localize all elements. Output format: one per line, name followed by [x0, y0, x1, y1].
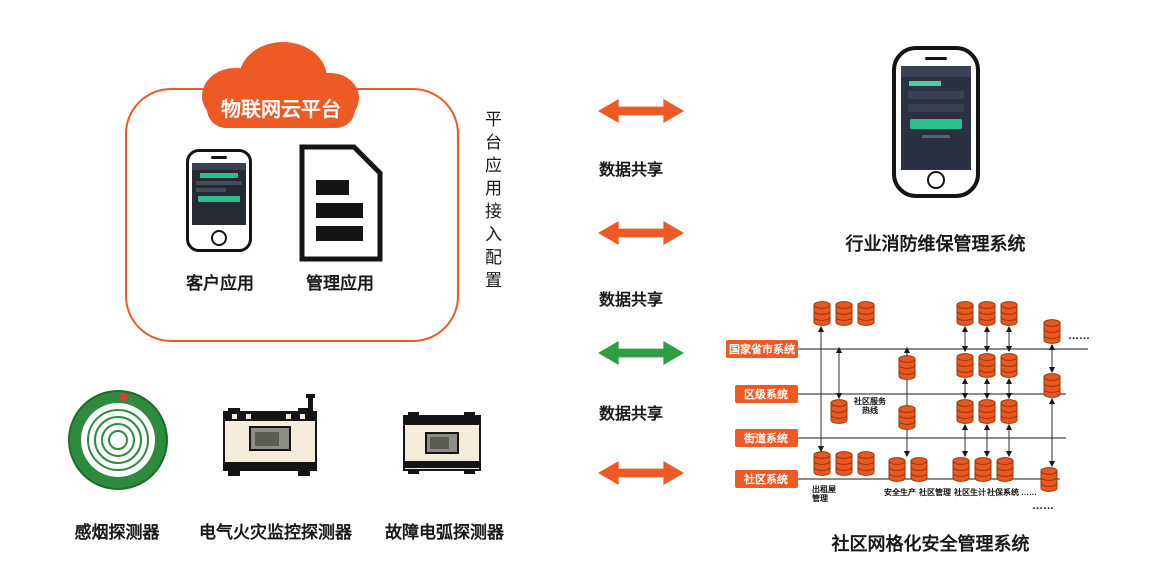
- electrical-fire-detector-label: 电气火灾监控探测器: [199, 523, 352, 542]
- data-share-label: 数据共享: [599, 162, 664, 179]
- cloud-platform-title: 物联网云平台: [221, 97, 341, 121]
- platform-access-config-label: 平台应用接入配置: [482, 110, 501, 294]
- screen-ui-bar: [910, 119, 962, 129]
- screen-ui-bar: [909, 81, 941, 86]
- double-arrow-green-icon: [598, 341, 684, 365]
- fire-system-phone-icon: [892, 46, 980, 198]
- social-security-label: 社保系统: [986, 487, 1019, 497]
- client-app-label: 客户应用: [186, 274, 254, 293]
- electrical-fire-detector-icon: [223, 394, 317, 476]
- fire-phone-screen: [901, 66, 971, 170]
- level-label-street: 街道系统: [735, 429, 798, 447]
- phone-home-button: [927, 171, 945, 189]
- db-cylinder-icon: [1000, 399, 1018, 424]
- screen-ui-bar: [200, 173, 238, 178]
- hotline-label: 社区服务: [853, 396, 887, 406]
- db-cylinder-icon: [813, 451, 831, 476]
- vertical-link-arrows: [817, 325, 1056, 468]
- db-cylinder-icon: [974, 457, 992, 482]
- level-label-community: 社区系统: [735, 470, 798, 488]
- db-cylinder-icon: [857, 451, 875, 476]
- screen-ui-bar: [196, 181, 242, 185]
- db-cylinder-icon: [956, 399, 974, 424]
- db-cylinder-icon: [956, 353, 974, 378]
- community-livelihood-label: 社区生计: [953, 487, 986, 497]
- screen-ui-bar: [901, 66, 971, 77]
- client-phone-screen: [192, 163, 246, 225]
- phone-home-button: [211, 230, 227, 246]
- safety-production-label: 安全生产: [884, 487, 916, 497]
- screen-ui-bar: [196, 188, 226, 192]
- db-cylinder-icon: [952, 457, 970, 482]
- db-cylinder-icon: [978, 399, 996, 424]
- arc-fault-detector-icon: [403, 412, 481, 474]
- db-cylinder-icon: [1000, 301, 1018, 326]
- ellipsis-label: ……: [1068, 330, 1090, 342]
- db-cylinder-icon: [830, 399, 848, 424]
- db-cylinder-icon: [1040, 467, 1058, 492]
- db-cylinder-icon: [813, 301, 831, 326]
- db-cylinder-icon: [835, 301, 853, 326]
- data-share-label: 数据共享: [599, 406, 664, 423]
- hotline-label-bg: [849, 395, 891, 417]
- double-arrow-icon: [598, 221, 684, 245]
- db-cylinder-icon: [978, 301, 996, 326]
- db-cylinder-icon: [1043, 319, 1061, 344]
- db-cylinder-icon: [956, 301, 974, 326]
- screen-ui-bar: [908, 104, 964, 112]
- data-share-label: 数据共享: [599, 292, 664, 309]
- db-cylinder-icon: [898, 355, 916, 380]
- rental-mgmt-label: 出租屋: [812, 484, 836, 494]
- db-cylinder-icon: [1000, 353, 1018, 378]
- level-label-national: 国家省市系统: [726, 340, 798, 358]
- svg-text:社区系统: 社区系统: [743, 472, 788, 486]
- db-cylinder-icon: [835, 451, 853, 476]
- db-cylinder-icon: [857, 301, 875, 326]
- svg-text:国家省市系统: 国家省市系统: [729, 342, 795, 356]
- db-cylinder-icon: [898, 405, 916, 430]
- indicator-led: [120, 393, 128, 401]
- community-mgmt-label: 社区管理: [918, 487, 951, 497]
- db-cylinder-icon: [888, 457, 906, 482]
- screen-ui-bar: [922, 135, 950, 138]
- db-cylinder-icon: [1043, 373, 1061, 398]
- admin-app-label: 管理应用: [306, 274, 374, 293]
- rental-mgmt-label: 管理: [812, 493, 828, 503]
- svg-text:街道系统: 街道系统: [743, 431, 788, 445]
- client-app-phone-icon: [186, 149, 252, 252]
- db-cylinder-icon: [996, 457, 1014, 482]
- smoke-detector-icon: [68, 390, 168, 490]
- double-arrow-icon: [598, 461, 684, 485]
- smoke-detector-label: 感烟探测器: [74, 523, 160, 542]
- cloud-icon: 物联网云平台: [202, 42, 359, 128]
- ellipsis-label: ……: [1021, 488, 1037, 497]
- screen-ui-bar: [908, 91, 964, 99]
- community-system-title: 社区网格化安全管理系统: [831, 534, 1030, 554]
- hotline-label: 热线: [862, 405, 878, 415]
- svg-text:区级系统: 区级系统: [744, 387, 788, 401]
- screen-ui-bar: [192, 163, 246, 170]
- screen-ui-bar: [198, 196, 240, 202]
- double-arrow-icon: [598, 99, 684, 123]
- ellipsis-label: ……: [1032, 500, 1054, 512]
- level-label-district: 区级系统: [735, 385, 798, 403]
- phone-speaker: [211, 156, 227, 159]
- arc-fault-detector-label: 故障电弧探测器: [385, 523, 504, 542]
- db-cylinder-icon: [910, 457, 928, 482]
- db-cylinder-icon: [978, 353, 996, 378]
- admin-app-document-icon: [299, 144, 383, 262]
- fire-system-title: 行业消防维保管理系统: [845, 234, 1026, 254]
- phone-speaker: [925, 57, 947, 60]
- community-network-diagram: 国家省市系统 区级系统 街道系统 社区系统 社区服务 热线 出租屋 管理 安全生…: [726, 301, 1090, 512]
- antenna-icon: [308, 394, 313, 414]
